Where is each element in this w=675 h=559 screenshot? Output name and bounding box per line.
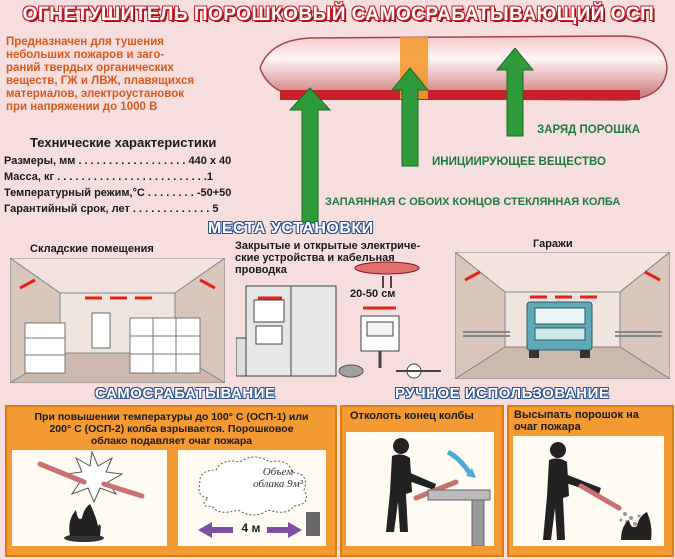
powder-cloud-illustration [198,456,320,538]
description-line: при напряжении до 1000 В [6,101,158,113]
description-line: небольших пожаров и заго- [6,49,165,61]
specs-title: Технические характеристики [30,135,217,150]
initiator-label: ИНИЦИИРУЮЩЕЕ ВЕЩЕСТВО [432,156,606,168]
self-activation-text: При повышении температуры до 100° С (ОСП… [14,411,329,447]
explosion-illustration [37,450,145,542]
description-line: Предназначен для тушения [6,36,164,48]
self-text-line: При повышении температуры до 100° С (ОСП… [34,411,309,423]
charge-arrow [495,48,535,137]
spec-row: Температурный режим,°С . . . . . . . . -… [4,187,232,199]
distance-label: 4 м [241,521,261,535]
extinguisher-illustration [259,35,668,101]
step1-inner [346,432,494,546]
electrical-caption: Закрытые и открытые электриче- ские устр… [235,240,465,276]
self-activation-heading: САМОСРАБАТЫВАНИЕ [95,385,276,402]
spec-row: Размеры, мм . . . . . . . . . . . . . . … [4,155,232,167]
page-title: ОГНЕТУШИТЕЛЬ ПОРОШКОВЫЙ САМОСРАБАТЫВАЮЩИ… [22,4,655,25]
step2-caption-line: Высыпать порошок на [514,409,639,421]
flask-label: ЗАПАЯННАЯ С ОБОИХ КОНЦОВ СТЕКЛЯННАЯ КОЛБ… [325,196,621,208]
description-line: веществ, ГЖ и ЛВЖ, плавящихся [6,75,195,87]
electrical-caption-line: Закрытые и открытые электриче- [235,240,421,252]
self-text-line: облако подавляет очаг пожара [90,435,253,447]
purpose-description: Предназначен для тушения небольших пожар… [6,36,251,114]
electrical-illustration [236,285,441,379]
garage-illustration [455,252,670,379]
step2-caption: Высыпать порошок на очаг пожара [514,409,639,433]
warehouse-illustration [10,258,225,383]
charge-label: ЗАРЯД ПОРОШКА [537,124,641,136]
self-text-line: 200° С (ОСП-2) колба взрывается. Порошко… [49,423,294,435]
cloud-line: облака 9м³ [253,478,303,490]
description-line: раний твердых органических [6,62,174,74]
electrical-caption-line: ские устройства и кабельная [235,252,395,264]
cloud-line: Объем [262,466,294,478]
description-line: материалов, электроустановок [6,88,185,100]
garages-caption: Гаражи [533,238,573,250]
flask-arrow [288,87,332,224]
cloud-volume-label: Объем облака 9м³ [228,466,328,490]
step1-caption: Отколоть конец колбы [350,410,474,422]
warehouse-caption: Складские помещения [30,243,154,255]
break-flask-illustration [386,438,491,546]
install-heading: МЕСТА УСТАНОВКИ [208,220,374,237]
initiator-arrow [390,67,430,167]
step2-caption-line: очаг пожара [514,421,581,433]
install-height-label: 20-50 см [350,288,396,300]
spec-row: Гарантийный срок, лет . . . . . . . . . … [4,203,219,215]
electrical-caption-line: проводка [235,264,287,276]
cable-illustration [354,261,420,288]
pointer-arrows [288,48,535,224]
spec-row: Масса, кг . . . . . . . . . . . . . . . … [4,171,214,183]
pour-powder-illustration [543,442,652,540]
manual-use-heading: РУЧНОЕ ИСПОЛЬЗОВАНИЕ [395,385,610,402]
